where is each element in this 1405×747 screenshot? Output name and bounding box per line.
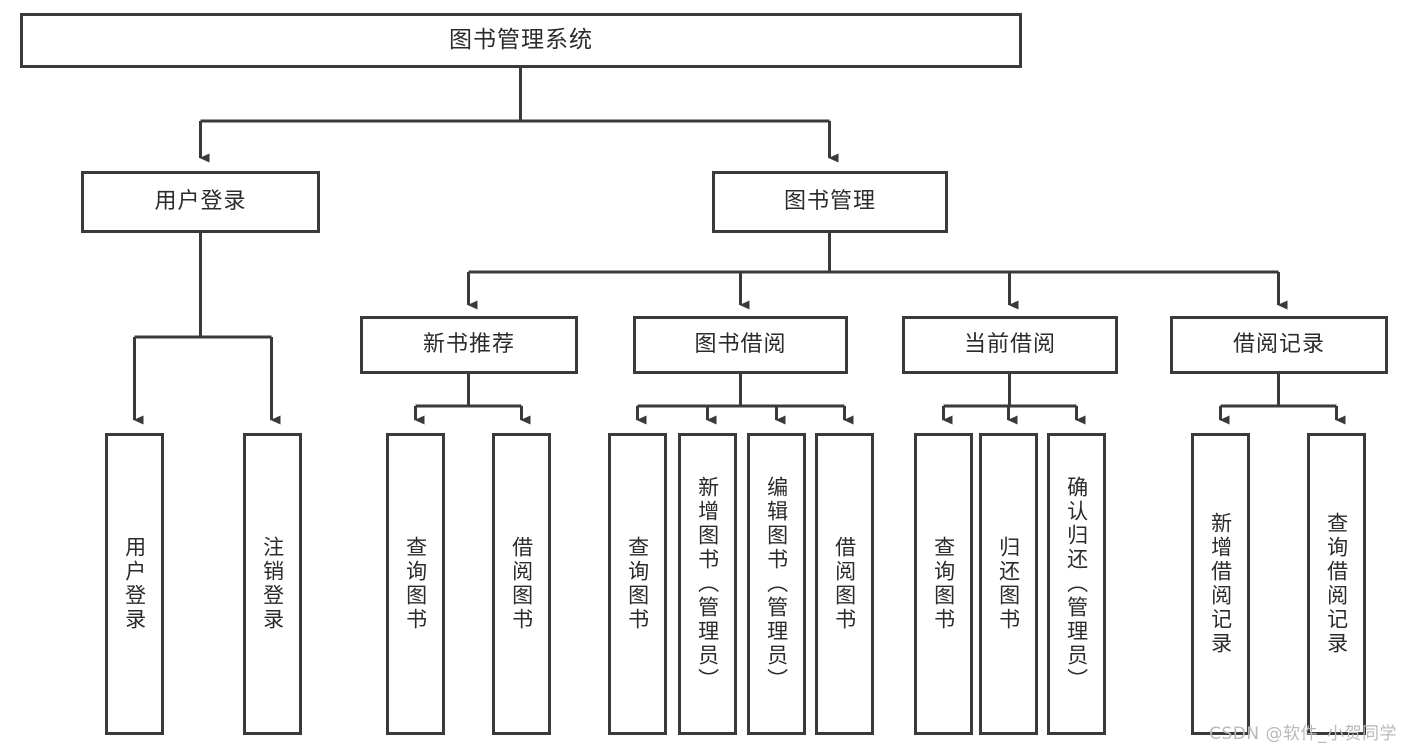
node-leaf-return-book[interactable]: 归还图书 — [979, 433, 1038, 735]
node-leaf-logout-login[interactable]: 注销登录 — [243, 433, 302, 735]
node-leaf-query-borrow-record[interactable]: 查询借阅记录 — [1307, 433, 1366, 735]
node-label: 编辑图书（管理员） — [764, 476, 789, 692]
node-label: 新书推荐 — [422, 332, 515, 358]
node-user-login[interactable]: 用户登录 — [81, 171, 320, 233]
node-label: 图书管理系统 — [449, 27, 593, 54]
node-leaf-borrow-book[interactable]: 借阅图书 — [815, 433, 874, 735]
node-label: 当前借阅 — [963, 332, 1056, 358]
node-label: 新增图书（管理员） — [695, 476, 720, 692]
node-label: 注销登录 — [260, 536, 285, 632]
node-label: 确认归还（管理员） — [1064, 476, 1089, 692]
node-current-borrow[interactable]: 当前借阅 — [902, 316, 1118, 374]
node-leaf-user-login[interactable]: 用户登录 — [105, 433, 164, 735]
node-label: 图书管理 — [783, 189, 876, 215]
node-label: 查询图书 — [931, 536, 956, 632]
node-label: 借阅图书 — [832, 536, 857, 632]
node-label: 用户登录 — [122, 536, 147, 632]
node-leaf-confirm-return-admin[interactable]: 确认归还（管理员） — [1047, 433, 1106, 735]
node-leaf-add-book-admin[interactable]: 新增图书（管理员） — [678, 433, 737, 735]
node-leaf-query-book-current[interactable]: 查询图书 — [914, 433, 973, 735]
node-leaf-query-book-recommend[interactable]: 查询图书 — [386, 433, 445, 735]
node-label: 图书借阅 — [694, 332, 787, 358]
node-leaf-borrow-book-recommend[interactable]: 借阅图书 — [492, 433, 551, 735]
node-label: 归还图书 — [996, 536, 1021, 632]
node-label: 新增借阅记录 — [1208, 512, 1233, 656]
node-label: 查询图书 — [625, 536, 650, 632]
node-label: 用户登录 — [154, 189, 247, 215]
node-leaf-add-borrow-record[interactable]: 新增借阅记录 — [1191, 433, 1250, 735]
node-label: 借阅记录 — [1232, 332, 1325, 358]
node-root-book-management-system[interactable]: 图书管理系统 — [20, 13, 1022, 68]
node-borrow-record[interactable]: 借阅记录 — [1170, 316, 1388, 374]
node-label: 借阅图书 — [509, 536, 534, 632]
node-leaf-edit-book-admin[interactable]: 编辑图书（管理员） — [747, 433, 806, 735]
node-leaf-query-book-borrow[interactable]: 查询图书 — [608, 433, 667, 735]
node-book-management[interactable]: 图书管理 — [712, 171, 948, 233]
node-new-book-recommend[interactable]: 新书推荐 — [360, 316, 578, 374]
node-book-borrow[interactable]: 图书借阅 — [633, 316, 848, 374]
node-label: 查询图书 — [403, 536, 428, 632]
node-label: 查询借阅记录 — [1324, 512, 1349, 656]
